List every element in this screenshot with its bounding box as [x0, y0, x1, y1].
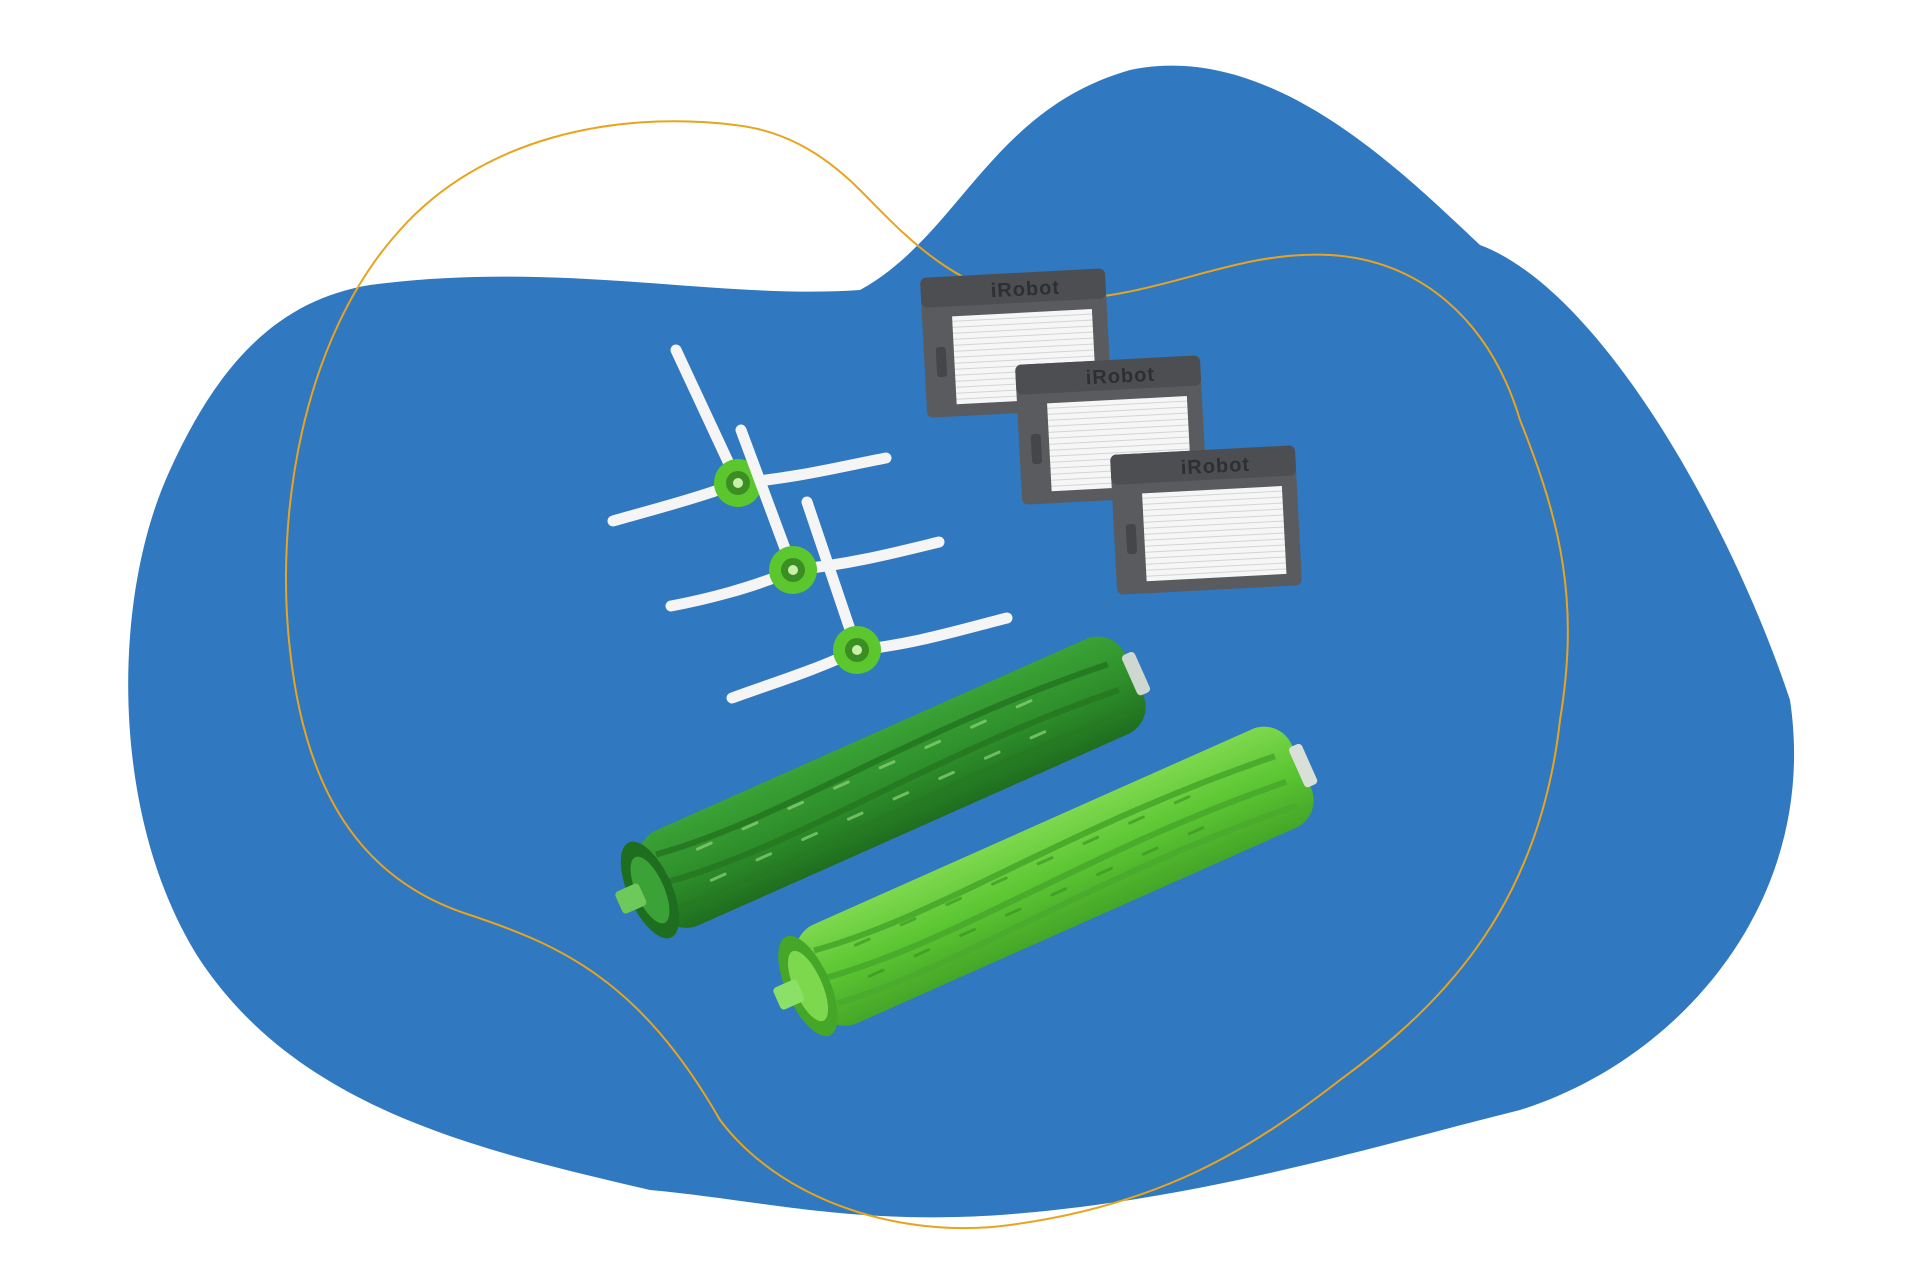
filter-brand-logo: iRobot [990, 277, 1060, 303]
filter-brand-logo: iRobot [1085, 364, 1155, 390]
side-brush [607, 344, 892, 527]
hepa-filter: iRobot [1110, 445, 1302, 595]
background-blob [128, 65, 1795, 1218]
side-brush [665, 424, 945, 612]
side-brush [726, 496, 1013, 704]
filter-brand-logo: iRobot [1180, 454, 1250, 480]
roller-brush-light [773, 726, 1318, 1037]
roller-brush-dark [615, 636, 1151, 939]
decorative-outline [284, 120, 1569, 1230]
